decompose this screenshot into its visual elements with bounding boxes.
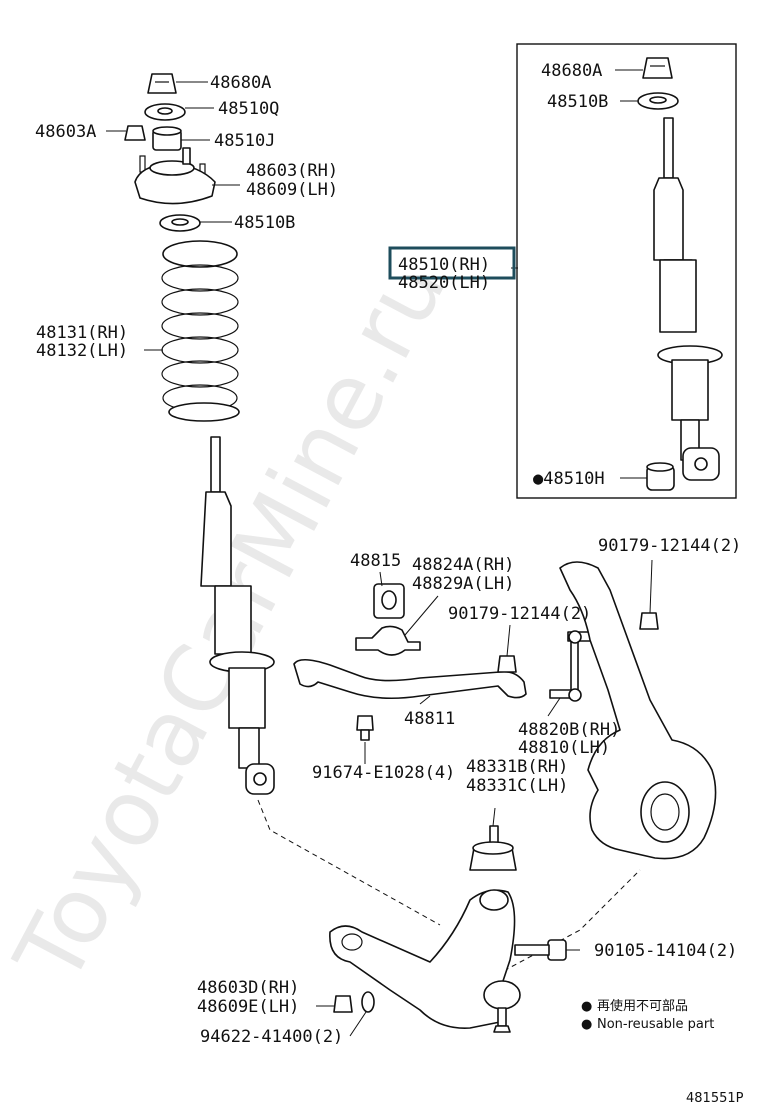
shock-absorber-48510 [200, 436, 275, 795]
bolt-90105 [514, 939, 567, 961]
label-48609E: 48609E(LH) [197, 997, 299, 1017]
washer-48510Q [144, 103, 186, 121]
inset-shock-absorber [653, 117, 723, 481]
label-48510B: 48510B [234, 213, 295, 233]
label-48131RH: 48131(RH) [36, 323, 128, 343]
legend-symbol-jp: ● [581, 999, 592, 1014]
label-48810: 48810(LH) [518, 738, 610, 758]
label-94622: 94622-41400(2) [200, 1027, 343, 1047]
steering-knuckle [559, 561, 717, 860]
label-48680A: 48680A [210, 73, 271, 93]
inset-washer-48510B [637, 92, 679, 110]
coil-spring-48131 [161, 240, 240, 422]
label-48811: 48811 [404, 709, 455, 729]
label-inset-48510H: ●48510H [533, 469, 605, 489]
label-48603A: 48603A [35, 122, 96, 142]
legend-symbol-en: ● [581, 1017, 592, 1032]
bushing-48815 [373, 583, 405, 619]
leader-lines [106, 81, 653, 1037]
label-90179-center: 90179-12144(2) [448, 604, 591, 624]
label-48820B: 48820B(RH) [518, 720, 620, 740]
nut-90179-right [639, 612, 659, 630]
legend-text-jp: 再使用不可部品 [597, 998, 688, 1014]
stabilizer-bar-48811 [293, 658, 527, 700]
nut-48603A [124, 125, 146, 141]
bushing-48510J [152, 126, 182, 151]
label-48824A: 48824A(RH) [412, 555, 514, 575]
label-48132LH: 48132(LH) [36, 341, 128, 361]
washer-94622 [361, 991, 375, 1013]
label-48510J: 48510J [214, 131, 275, 151]
label-inset-48680A: 48680A [541, 61, 602, 81]
label-48331B: 48331B(RH) [466, 757, 568, 777]
label-91674: 91674-E1028(4) [312, 763, 455, 783]
label-48609LH: 48609(LH) [246, 180, 338, 200]
footer-code: 481551P [686, 1091, 744, 1106]
label-48603D: 48603D(RH) [197, 978, 299, 998]
label-inset-48510B: 48510B [547, 92, 608, 112]
label-90105: 90105-14104(2) [594, 941, 737, 961]
lower-arm [329, 889, 516, 1029]
alignment-line-shock [257, 799, 441, 926]
support-48603 [134, 147, 216, 205]
highlight-label-bg [393, 251, 511, 275]
label-90179-right: 90179-12144(2) [598, 536, 741, 556]
ball-joint-48331B [469, 825, 517, 871]
label-48331C: 48331C(LH) [466, 776, 568, 796]
label-48510Q: 48510Q [218, 99, 279, 119]
bracket-48824A [355, 625, 421, 656]
nut-90179-center [497, 655, 517, 673]
upper-nut-48680A [147, 73, 177, 94]
bolt-91674 [356, 715, 374, 741]
inset-nut-48680A [642, 57, 673, 79]
label-48815: 48815 [350, 551, 401, 571]
nut-48603D [333, 995, 353, 1013]
inset-bushing-48510H [646, 462, 675, 491]
inset-box: 48680A 48510B ●48510H [516, 43, 737, 499]
label-48510RH: 48510(RH) [398, 255, 490, 275]
alignment-line-knuckle [495, 869, 641, 976]
lower-ball-joint [483, 980, 521, 1033]
label-48603RH: 48603(RH) [246, 161, 338, 181]
highlight-box-48510 [388, 246, 516, 280]
washer-48510B [159, 214, 201, 232]
legend-text-en: Non-reusable part [597, 1017, 714, 1032]
label-48829A: 48829A(LH) [412, 574, 514, 594]
label-48520LH: 48520(LH) [398, 273, 490, 293]
legend: ● 再使用不可部品 ● Non-reusable part [581, 998, 714, 1032]
